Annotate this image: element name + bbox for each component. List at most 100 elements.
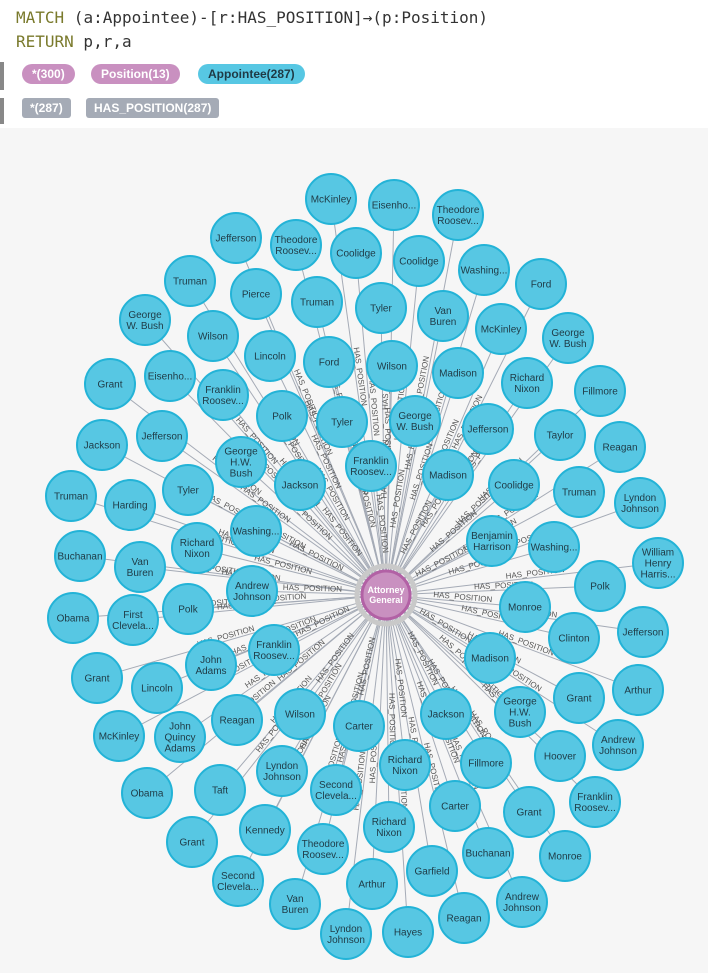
has-position-edge[interactable]: [281, 594, 387, 772]
appointee-node[interactable]: Coolidge: [488, 459, 540, 511]
appointee-node-circle[interactable]: [269, 878, 321, 930]
appointee-node[interactable]: Carter: [429, 780, 481, 832]
appointee-node-circle[interactable]: [594, 421, 646, 473]
appointee-node[interactable]: TheodoreRoosev...: [270, 219, 322, 271]
appointee-node-circle[interactable]: [210, 212, 262, 264]
appointee-node[interactable]: Fillmore: [460, 737, 512, 789]
appointee-node[interactable]: SecondClevela...: [212, 855, 264, 907]
has-position-edge[interactable]: [196, 547, 387, 596]
has-position-edge[interactable]: [385, 594, 433, 872]
appointee-node-circle[interactable]: [617, 606, 669, 658]
appointee-node-circle[interactable]: [305, 173, 357, 225]
appointee-node-circle[interactable]: [462, 403, 514, 455]
has-position-edge[interactable]: [240, 461, 387, 596]
appointee-node-circle[interactable]: [501, 357, 553, 409]
appointee-node-circle[interactable]: [345, 440, 397, 492]
appointee-node-circle[interactable]: [438, 892, 490, 944]
appointee-node[interactable]: Monroe: [499, 581, 551, 633]
appointee-node-circle[interactable]: [488, 459, 540, 511]
has-position-edge[interactable]: [385, 594, 456, 807]
has-position-edge[interactable]: [385, 428, 489, 596]
appointee-node-circle[interactable]: [119, 294, 171, 346]
appointee-node-circle[interactable]: [496, 876, 548, 928]
appointee-node-circle[interactable]: [162, 583, 214, 635]
appointee-node-circle[interactable]: [503, 786, 555, 838]
appointee-node-circle[interactable]: [274, 459, 326, 511]
appointee-node[interactable]: Clinton: [548, 612, 600, 664]
appointee-node-circle[interactable]: [76, 419, 128, 471]
appointee-node-circle[interactable]: [612, 664, 664, 716]
appointee-node-circle[interactable]: [614, 477, 666, 529]
appointee-node[interactable]: Truman: [291, 276, 343, 328]
appointee-node[interactable]: Fillmore: [574, 365, 626, 417]
appointee-node[interactable]: Grant: [166, 816, 218, 868]
appointee-node[interactable]: SecondClevela...: [310, 764, 362, 816]
appointee-node-circle[interactable]: [166, 816, 218, 868]
appointee-node-circle[interactable]: [466, 515, 518, 567]
appointee-node-circle[interactable]: [494, 686, 546, 738]
node-label-position-pill[interactable]: Position(13): [91, 64, 180, 84]
appointee-node-circle[interactable]: [45, 470, 97, 522]
position-node-circle[interactable]: [360, 569, 412, 621]
appointee-node-circle[interactable]: [569, 776, 621, 828]
appointee-node-circle[interactable]: [528, 521, 580, 573]
appointee-node[interactable]: Tyler: [316, 396, 368, 448]
appointee-node[interactable]: FranklinRoosev...: [345, 440, 397, 492]
appointee-node-circle[interactable]: [574, 365, 626, 417]
has-position-edge[interactable]: [385, 372, 459, 596]
appointee-node[interactable]: Reagan: [211, 694, 263, 746]
appointee-node[interactable]: Tyler: [355, 282, 407, 334]
appointee-node-circle[interactable]: [248, 624, 300, 676]
appointee-node-circle[interactable]: [187, 310, 239, 362]
has-position-edge[interactable]: [187, 489, 387, 596]
appointee-node[interactable]: FranklinRoosev...: [569, 776, 621, 828]
appointee-node[interactable]: Wilson: [274, 688, 326, 740]
appointee-node-circle[interactable]: [54, 530, 106, 582]
appointee-node[interactable]: Madison: [422, 449, 474, 501]
appointee-node[interactable]: Jackson: [420, 688, 472, 740]
appointee-node[interactable]: Washing...: [458, 244, 510, 296]
appointee-node-circle[interactable]: [432, 189, 484, 241]
appointee-node[interactable]: FranklinRoosev...: [197, 369, 249, 421]
has-position-edge[interactable]: [385, 594, 390, 828]
appointee-node[interactable]: Ford: [515, 258, 567, 310]
appointee-node[interactable]: Madison: [432, 347, 484, 399]
has-position-edge[interactable]: [281, 415, 387, 596]
appointee-node-circle[interactable]: [230, 505, 282, 557]
appointee-node-circle[interactable]: [592, 719, 644, 771]
appointee-node-circle[interactable]: [256, 745, 308, 797]
appointee-node[interactable]: Polk: [574, 560, 626, 612]
appointee-node-circle[interactable]: [475, 303, 527, 355]
appointee-node[interactable]: McKinley: [475, 303, 527, 355]
appointee-node-circle[interactable]: [539, 830, 591, 882]
appointee-node-circle[interactable]: [534, 409, 586, 461]
appointee-node-circle[interactable]: [71, 652, 123, 704]
appointee-node[interactable]: Garfield: [406, 845, 458, 897]
appointee-node-circle[interactable]: [548, 612, 600, 664]
appointee-node[interactable]: Truman: [164, 255, 216, 307]
rel-type-all-tag[interactable]: *(287): [22, 98, 71, 118]
appointee-node-circle[interactable]: [542, 312, 594, 364]
node-label-appointee-pill[interactable]: Appointee(287): [198, 64, 305, 84]
appointee-node[interactable]: Jackson: [76, 419, 128, 471]
appointee-node-circle[interactable]: [270, 219, 322, 271]
appointee-node-circle[interactable]: [226, 565, 278, 617]
appointee-node-circle[interactable]: [460, 737, 512, 789]
appointee-node[interactable]: FranklinRoosev...: [248, 624, 300, 676]
appointee-node-circle[interactable]: [154, 711, 206, 763]
appointee-node[interactable]: Jefferson: [136, 410, 188, 462]
appointee-node-circle[interactable]: [462, 827, 514, 879]
